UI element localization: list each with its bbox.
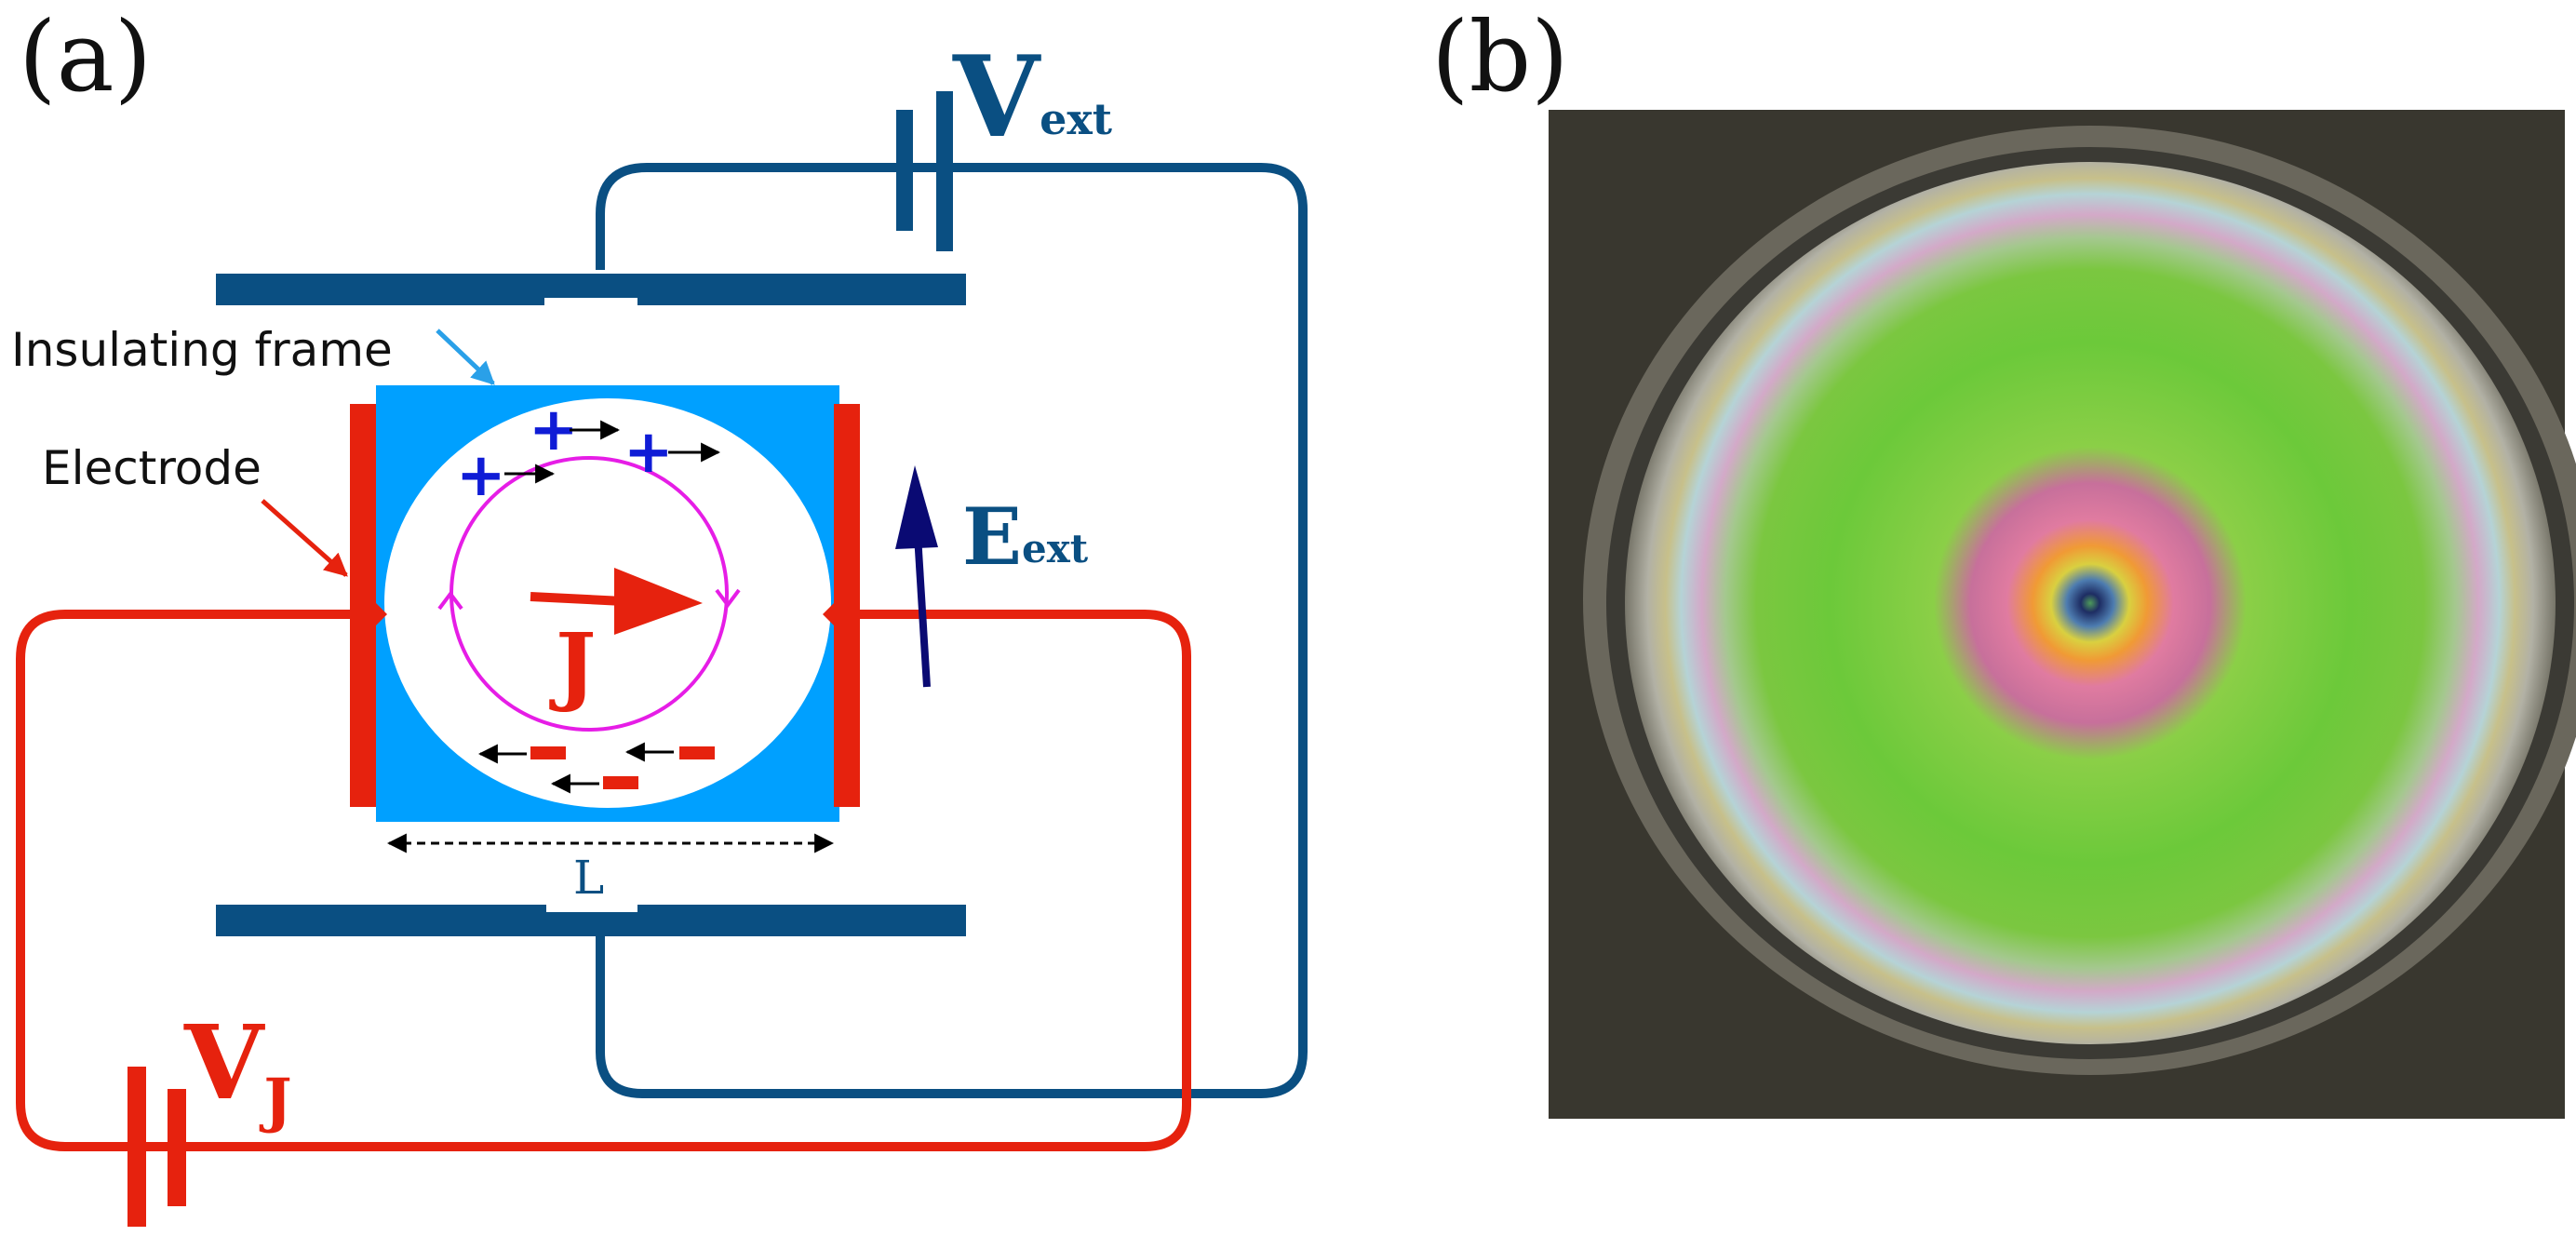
panel-a: (a) Vext VJ Insulating frame Electrode (11, 0, 1308, 1227)
vj-battery-plate-short (168, 1089, 186, 1206)
panel-b-label: (b) (1431, 0, 1569, 114)
insulating-frame-label: Insulating frame (11, 323, 393, 377)
vext-battery-plate-long (936, 91, 953, 251)
panel-b: (b) (1431, 0, 2576, 1119)
bottom-plate-gap (546, 903, 637, 912)
top-plate-gap (544, 298, 637, 307)
red-circuit-wire (16, 610, 1191, 1151)
current-loop-arrow-left (437, 590, 463, 611)
positive-charge: + (624, 418, 674, 487)
right-electrode (834, 404, 860, 807)
length-label: L (573, 851, 604, 905)
negative-charge (530, 746, 566, 759)
vj-label: VJ (183, 1002, 292, 1135)
vj-battery-plate-long (127, 1067, 146, 1227)
electrode-label: Electrode (42, 441, 262, 495)
photo-interference-pattern (1625, 162, 2556, 1044)
blue-circuit-wire (596, 163, 1308, 1098)
insulating-frame-pointer (436, 329, 495, 385)
negative-charge (679, 746, 715, 759)
left-electrode (350, 404, 376, 807)
right-electrode-tab (823, 603, 834, 625)
electrode-pointer (261, 499, 348, 577)
vext-battery-plate-short (896, 110, 913, 231)
current-label: J (549, 614, 597, 715)
external-field-label: Eext (962, 490, 1089, 583)
negative-charge (603, 776, 638, 789)
panel-a-label: (a) (19, 0, 152, 114)
left-electrode-tab (376, 603, 387, 625)
current-loop-arrow-right (715, 588, 741, 609)
vext-label: Vext (952, 32, 1113, 163)
external-field-arrow-head (895, 465, 938, 549)
current-arrow-head (614, 568, 703, 635)
positive-charge: + (456, 441, 506, 510)
external-field-arrow-shaft (914, 534, 931, 688)
